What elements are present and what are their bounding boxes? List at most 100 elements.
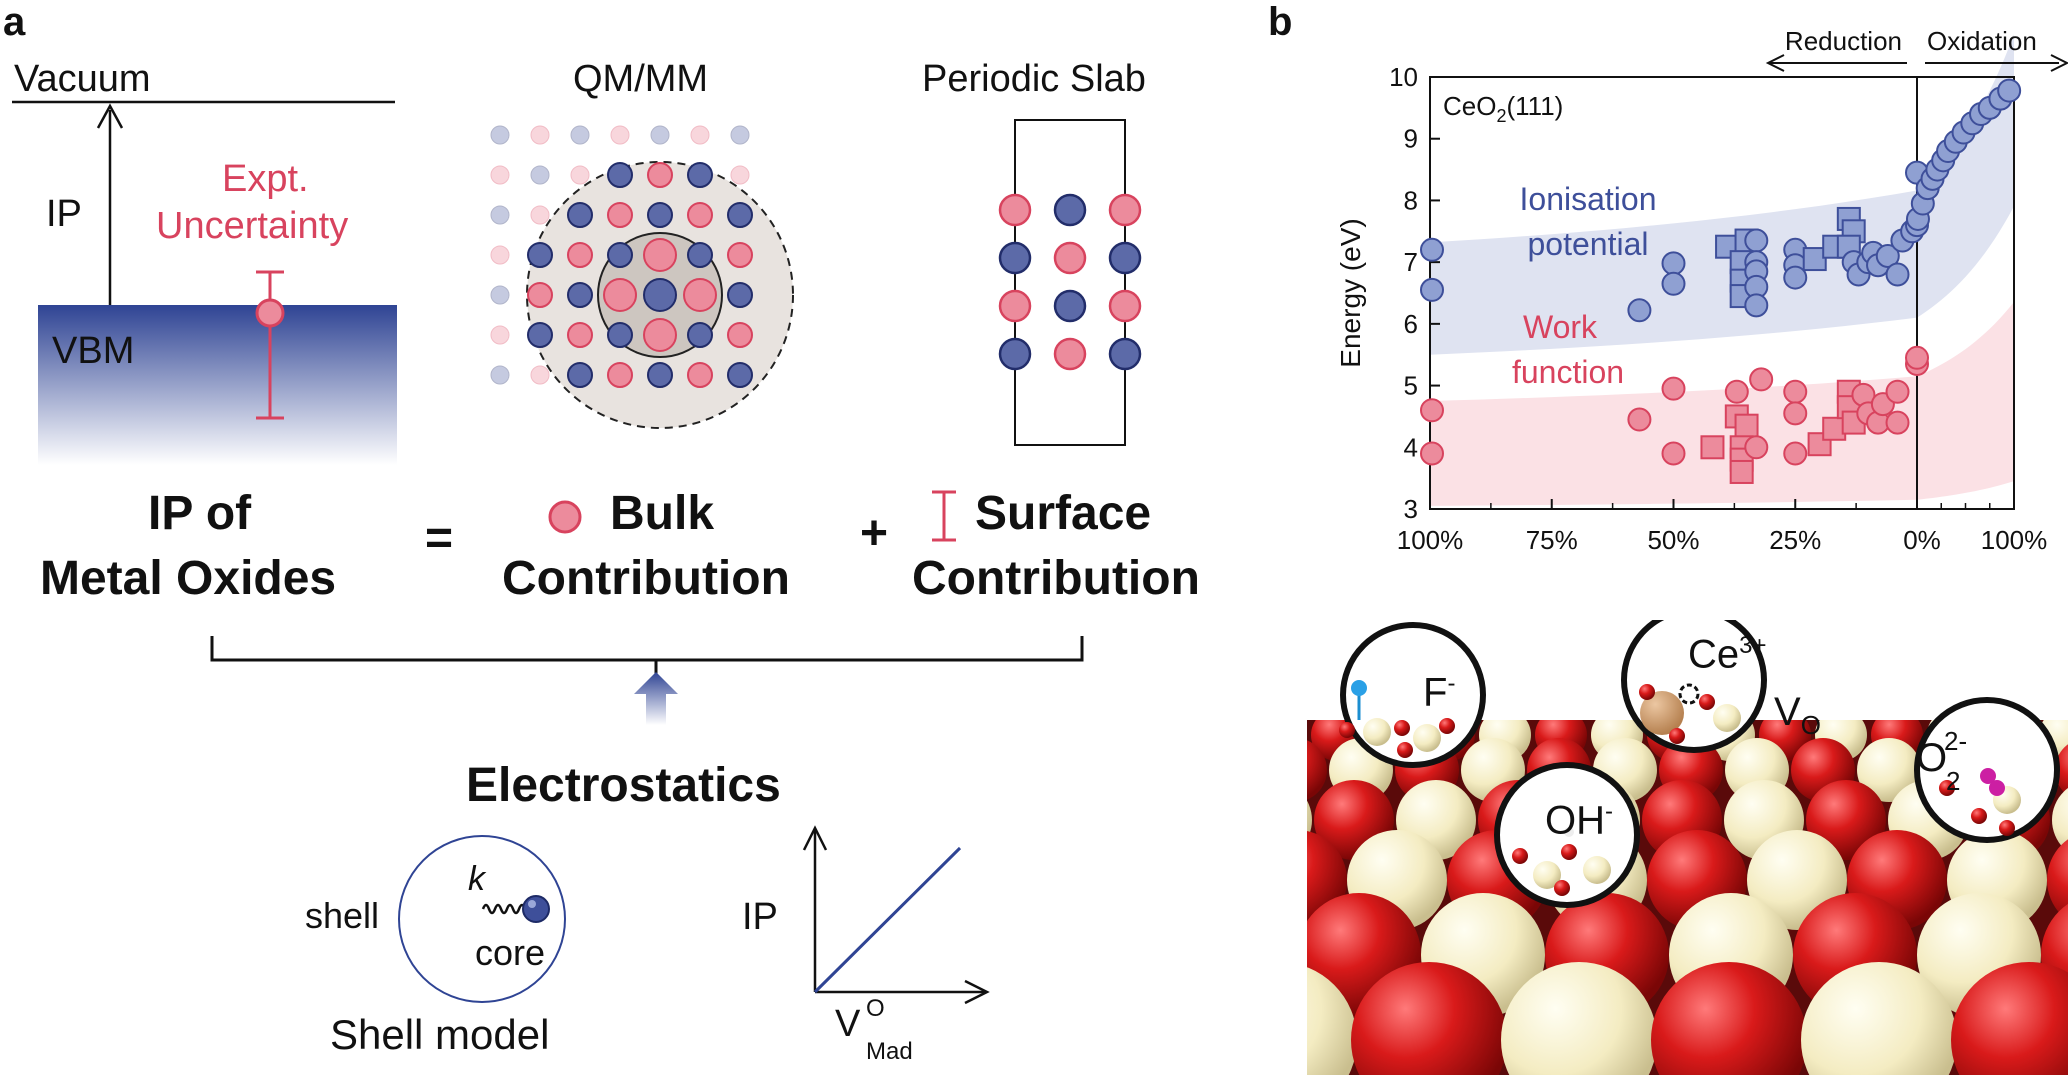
slab-anion: [1053, 241, 1087, 275]
lattice-cation: [727, 282, 753, 308]
oxidation-label: Oxidation: [1927, 26, 2037, 56]
wf-point: [1885, 410, 1910, 435]
oxygen-atom: [1951, 962, 2068, 1075]
ip-point: [1997, 78, 2022, 103]
band-label: potential: [1528, 226, 1649, 262]
ceria-surface-render: [1307, 620, 2068, 1075]
wf-point: [1749, 367, 1774, 392]
surface-errorbar-icon: [932, 490, 956, 542]
y-tick-label: 9: [1404, 124, 1418, 154]
inset-o-atom: [1554, 880, 1570, 896]
shell-model-title: Shell model: [330, 1011, 550, 1058]
lattice-anion: [647, 162, 673, 188]
lattice-cation: [727, 362, 753, 388]
lattice-cation: [730, 125, 750, 145]
spring-k-label: k: [468, 860, 485, 898]
lattice-anion: [603, 278, 637, 312]
cerium-atom: [1857, 738, 1921, 802]
lattice-anion: [567, 242, 593, 268]
inset-o-atom: [1971, 808, 1987, 824]
ip-point: [1420, 237, 1444, 262]
hydrogen-atom: [1564, 827, 1574, 837]
linear-trend-line: [813, 846, 962, 994]
ip-point-square: [1802, 247, 1827, 272]
equals-sign: =: [425, 512, 454, 565]
ip-point: [1744, 293, 1769, 318]
plot-x-sup: O: [866, 995, 885, 1022]
vbm-label: VBM: [52, 330, 135, 372]
fluoride-inset: [1340, 622, 1486, 768]
wf-point: [1744, 435, 1769, 460]
surface-label: CeO2(111): [1443, 91, 1563, 126]
inset-f-sup: -: [1447, 670, 1456, 697]
expt-label-line1: Expt.: [222, 158, 309, 200]
shell-circle: [398, 835, 566, 1003]
inset-f-label: F-: [1423, 670, 1456, 715]
lattice-cation: [567, 362, 593, 388]
ip-vs-madelung-plot: [802, 825, 990, 1005]
slab-anion: [1108, 289, 1142, 323]
x-tick-label: 75%: [1526, 525, 1578, 555]
inset-f-text: F: [1423, 670, 1448, 715]
slab-cation: [1108, 241, 1142, 275]
inset-oh-label: OH-: [1545, 800, 1613, 841]
y-tick-label: 6: [1404, 309, 1418, 339]
lattice-anion: [567, 322, 593, 348]
lattice-anion: [490, 245, 510, 265]
lattice-cation: [687, 322, 713, 348]
lattice-cation: [490, 205, 510, 225]
shell-model-diagram: [398, 835, 566, 1003]
combination-bracket: [210, 636, 1084, 725]
lattice-anion: [683, 278, 717, 312]
inset-o-atom: [1439, 718, 1455, 734]
spring-icon: [481, 903, 527, 915]
cerium-atom: [1801, 962, 1957, 1075]
inset-vo-sub: O: [1800, 710, 1821, 740]
wf-point: [1627, 407, 1652, 432]
lattice-cation: [607, 322, 633, 348]
x-tick-label: 100%: [1981, 525, 2048, 555]
expt-label-line2: Uncertainty: [156, 205, 349, 247]
inset-o-atom: [1512, 848, 1528, 864]
plot-ip-label: IP: [742, 896, 778, 938]
ce3-atom: [1640, 691, 1684, 735]
lattice-cation: [607, 162, 633, 188]
peroxide-o-atom: [1989, 780, 2005, 796]
wf-point: [1661, 376, 1686, 401]
inset-vo-label: VO: [1774, 692, 1821, 738]
ip-point: [1661, 251, 1686, 276]
x-tick-label: 100%: [1397, 525, 1464, 555]
slab-cation: [998, 337, 1032, 371]
lattice-cation: [687, 242, 713, 268]
lattice-anion: [527, 282, 553, 308]
wf-point-square: [1729, 459, 1754, 484]
bulk-line2: Contribution: [502, 552, 790, 605]
lattice-anion: [607, 362, 633, 388]
bulk-circle-icon: [548, 500, 582, 534]
inset-ce-atom: [1583, 856, 1611, 884]
y-tick-label: 10: [1389, 62, 1418, 92]
band-label: Work: [1523, 309, 1598, 345]
slab-anion: [998, 289, 1032, 323]
fluorine-atom: [1351, 680, 1367, 696]
slab-title: Periodic Slab: [922, 58, 1146, 100]
lattice-anion: [530, 125, 550, 145]
inset-ce-sup: 3+: [1739, 632, 1767, 659]
inset-o-atom: [1397, 742, 1413, 758]
inset-o-atom: [1939, 780, 1955, 796]
lattice-anion: [730, 165, 750, 185]
panel-a-letter: a: [3, 0, 26, 44]
lattice-cation: [647, 202, 673, 228]
slab-anion: [998, 193, 1032, 227]
core-particle: [522, 895, 550, 923]
oxygen-atom: [1651, 962, 1807, 1075]
lattice-cation: [727, 202, 753, 228]
ip-point: [1420, 277, 1444, 302]
inset-o2-label: O: [1916, 738, 1947, 778]
inset-o-atom: [1669, 728, 1685, 744]
band-label: function: [1512, 354, 1624, 390]
valence-band-block: [38, 305, 397, 465]
core-label: core: [475, 932, 546, 973]
lattice-cation: [687, 162, 713, 188]
